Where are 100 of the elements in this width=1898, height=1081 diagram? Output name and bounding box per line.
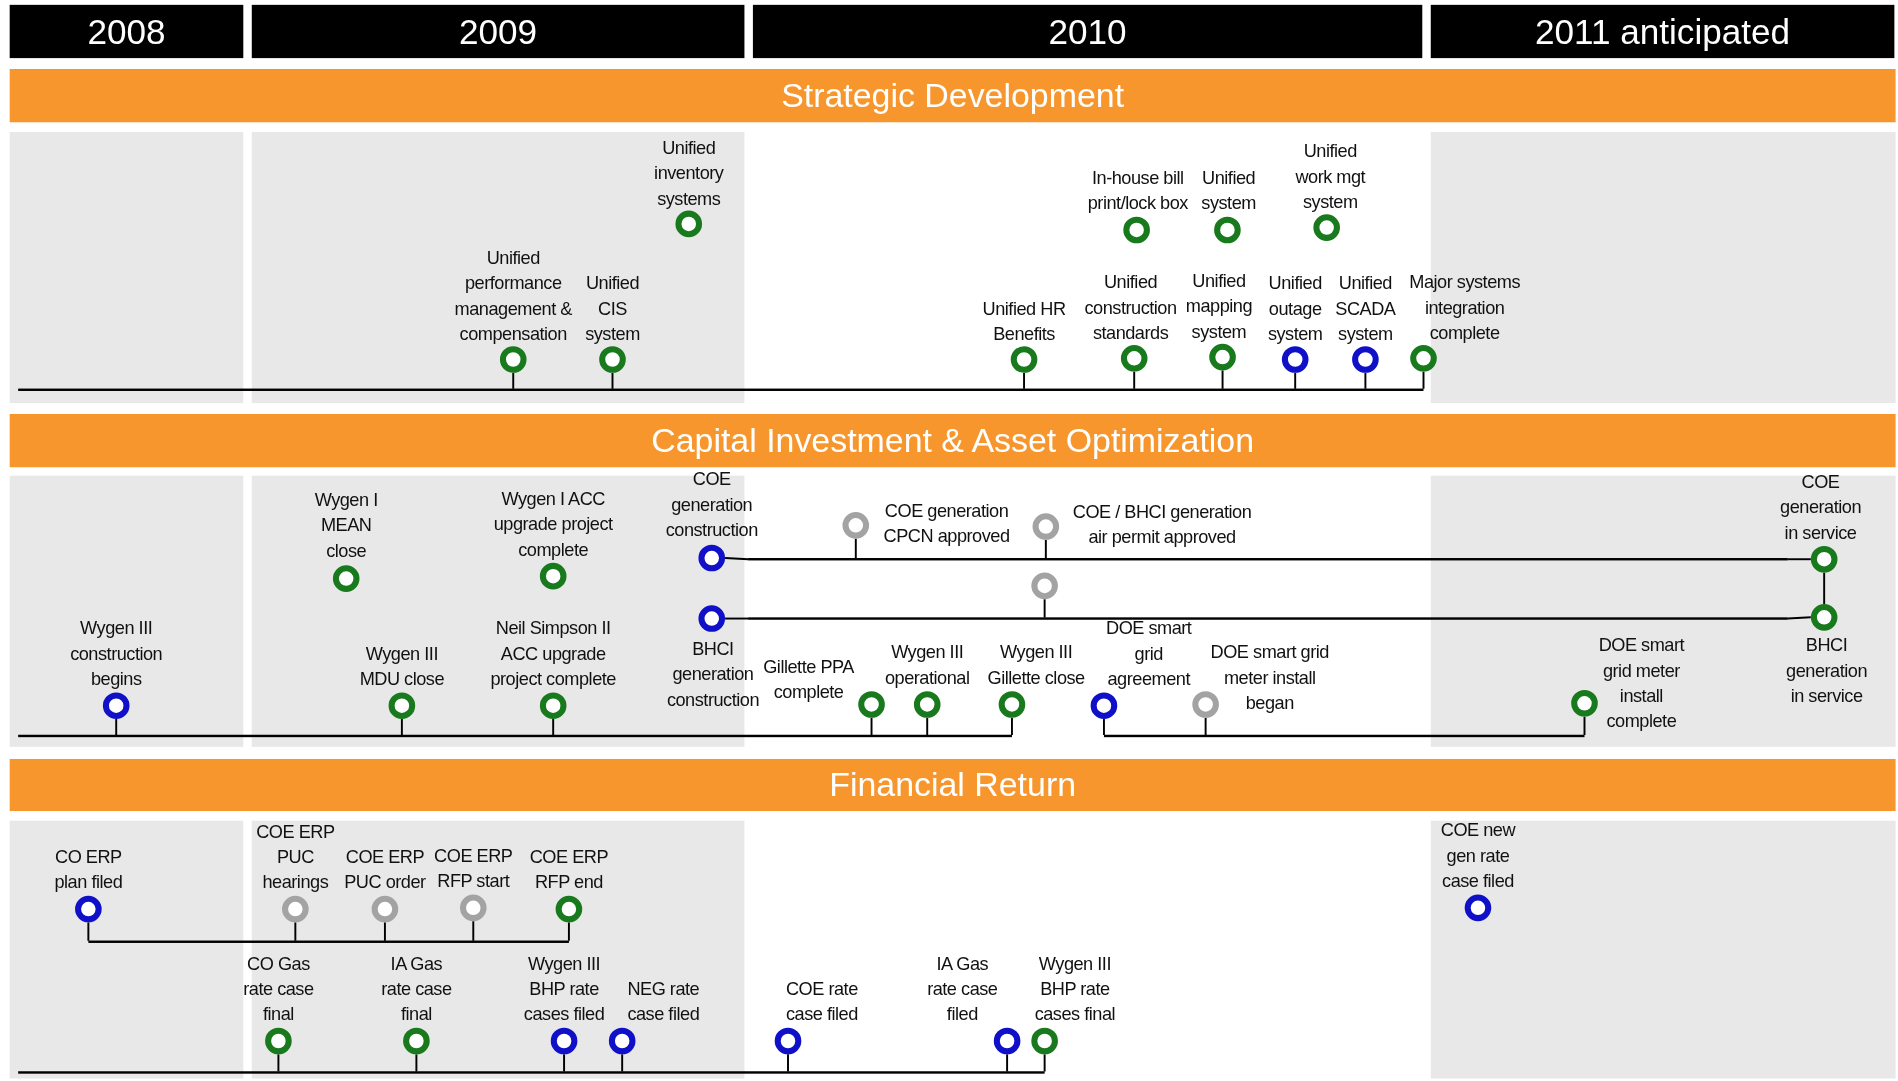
- milestone-label: CO ERP plan filed: [53, 845, 124, 895]
- connector-line: [1786, 616, 1812, 620]
- connector-line: [621, 1053, 624, 1073]
- connector-line: [552, 718, 555, 736]
- connector-line: [1023, 371, 1025, 390]
- connector-line: [1221, 369, 1224, 390]
- milestone-marker: [858, 691, 885, 718]
- milestone-marker: [1031, 572, 1058, 600]
- milestone-label: COE generation CPCN approved: [882, 498, 1011, 548]
- milestone-marker: [1281, 346, 1309, 373]
- connector-line: [567, 921, 570, 942]
- milestone-label: Gillette PPA complete: [762, 655, 855, 705]
- milestone-marker: [1192, 691, 1219, 718]
- milestone-marker: [1352, 346, 1379, 373]
- milestone-label: Wygen III BHP rate cases final: [1033, 951, 1117, 1027]
- milestone-label: Wygen III MDU close: [358, 641, 446, 691]
- connector-line: [415, 1053, 418, 1073]
- milestone-label: COE ERP RFP end: [528, 845, 610, 895]
- connector-line: [854, 537, 857, 560]
- connector-line: [1583, 715, 1586, 736]
- milestone-marker: [1031, 1027, 1058, 1055]
- milestone-label: IA Gas rate case filed: [926, 951, 999, 1027]
- milestone-label: Wygen III construction begins: [69, 616, 164, 691]
- milestone-label: Unified CIS system: [584, 271, 641, 346]
- milestone-label: Unified performance management & compensation: [453, 245, 573, 346]
- milestone-label: Unified work mgt system: [1294, 139, 1367, 214]
- year-header: 2008: [9, 4, 244, 59]
- connector-line: [1044, 538, 1047, 560]
- milestone-label: DOE smart grid agreement: [1105, 616, 1193, 691]
- milestone-label: COE ERP PUC order: [343, 845, 427, 895]
- milestone-label: DOE smart grid meter install complete: [1597, 633, 1686, 734]
- milestone-label: Unified system: [1200, 166, 1257, 216]
- milestone-label: Unified inventory systems: [653, 135, 725, 211]
- milestone-marker: [1010, 346, 1038, 373]
- connector-line: [1102, 718, 1105, 736]
- connector-line: [1010, 716, 1013, 736]
- connector-line: [472, 920, 475, 942]
- milestone-marker: [1209, 343, 1236, 371]
- milestone-marker: [842, 512, 870, 539]
- timeline-bar: [18, 388, 1424, 391]
- milestone-marker: [998, 691, 1026, 718]
- milestone-label: Unified outage system: [1266, 271, 1324, 346]
- milestone-label: In-house bill print/lock box: [1086, 166, 1189, 216]
- connector-line: [724, 557, 750, 561]
- connector-line: [400, 718, 403, 736]
- milestone-label: COE new gen rate case filed: [1439, 818, 1517, 893]
- connector-line: [724, 617, 750, 620]
- milestone-marker: [1410, 345, 1437, 372]
- section-band: Strategic Development: [9, 69, 1896, 123]
- milestone-label: IA Gas rate case final: [380, 951, 453, 1027]
- year-header: 2009: [251, 4, 745, 59]
- milestone-label: Wygen III BHP rate cases filed: [522, 951, 606, 1027]
- milestone-label: COE ERP PUC hearings: [255, 819, 336, 895]
- connector-line: [1823, 571, 1826, 605]
- milestone-label: Wygen I MEAN close: [313, 488, 379, 563]
- milestone-label: NEG rate case filed: [626, 977, 701, 1027]
- milestone-label: Wygen I ACC upgrade project complete: [492, 486, 614, 562]
- milestone-marker: [1090, 692, 1118, 719]
- milestone-label: COE ERP RFP start: [433, 843, 514, 893]
- milestone-marker: [1214, 216, 1241, 244]
- timeline-bar: [748, 558, 1788, 561]
- section-band: Financial Return: [9, 758, 1896, 811]
- connector-line: [383, 921, 386, 942]
- connector-line: [1043, 1053, 1046, 1073]
- connector-line: [926, 716, 929, 736]
- milestone-label: Unified mapping system: [1184, 268, 1254, 344]
- milestone-label: DOE smart grid meter install began: [1209, 640, 1330, 715]
- milestone-label: Unified HR Benefits: [981, 296, 1067, 346]
- connector-line: [512, 371, 515, 390]
- milestone-label: Neil Simpson II ACC upgrade project complete: [489, 616, 617, 691]
- connector-line: [1043, 598, 1046, 619]
- timeline-bar: [88, 940, 569, 943]
- milestone-label: COE / BHCI generation air permit approved: [1071, 500, 1253, 550]
- timeline-bar: [748, 617, 1788, 620]
- milestone-marker: [774, 1027, 802, 1055]
- connector-line: [277, 1053, 280, 1073]
- milestone-label: COE generation construction: [664, 467, 759, 542]
- timeline-bar: [1103, 735, 1585, 737]
- connector-line: [115, 718, 118, 736]
- connector-line: [1294, 371, 1297, 390]
- connector-line: [1133, 370, 1136, 390]
- milestone-label: COE generation in service: [1779, 469, 1863, 545]
- milestone-label: CO Gas rate case final: [242, 951, 315, 1027]
- timeline-bar: [18, 1071, 1045, 1074]
- milestone-label: Wygen III operational: [883, 640, 971, 690]
- timeline-bar: [18, 735, 1012, 737]
- connector-line: [1204, 716, 1207, 736]
- milestone-label: Major systems integration complete: [1408, 270, 1521, 345]
- connector-line: [1364, 371, 1367, 390]
- milestone-label: BHCI generation construction: [665, 636, 760, 712]
- milestone-marker: [1032, 513, 1060, 540]
- section-band: Capital Investment & Asset Optimization: [9, 414, 1896, 468]
- milestone-marker: [993, 1027, 1021, 1055]
- milestone-label: Unified construction standards: [1083, 270, 1178, 345]
- connector-line: [87, 921, 90, 942]
- milestone-label: Unified SCADA system: [1334, 271, 1397, 346]
- milestone-label: Wygen III Gillette close: [986, 640, 1086, 690]
- connector-line: [563, 1053, 566, 1073]
- milestone-label: BHCI generation in service: [1785, 633, 1869, 708]
- connector-line: [787, 1053, 789, 1073]
